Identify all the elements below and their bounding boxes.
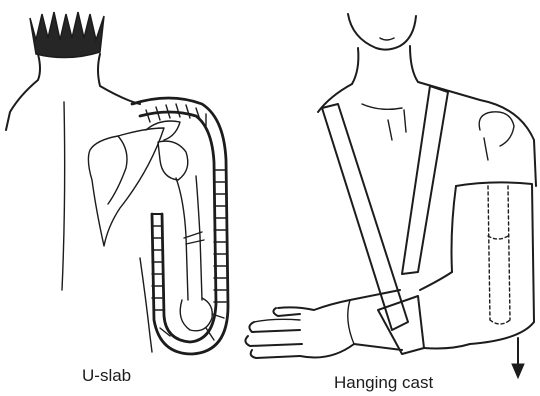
head-neck [348, 14, 418, 84]
hanging-cast [420, 182, 534, 344]
humerus-bone [176, 176, 212, 331]
back-outline [6, 54, 152, 352]
sling-strap [322, 86, 448, 354]
hand [245, 300, 354, 358]
u-slab-caption: U-slab [82, 366, 131, 385]
hanging-cast-caption: Hanging cast [334, 373, 434, 392]
torso-outline [318, 82, 536, 186]
u-slab-figure [6, 12, 228, 354]
hanging-cast-figure [245, 14, 536, 378]
down-arrow-icon [512, 338, 524, 378]
hair [30, 12, 104, 58]
scapula [88, 121, 187, 246]
humeral-head-bone [479, 112, 514, 160]
